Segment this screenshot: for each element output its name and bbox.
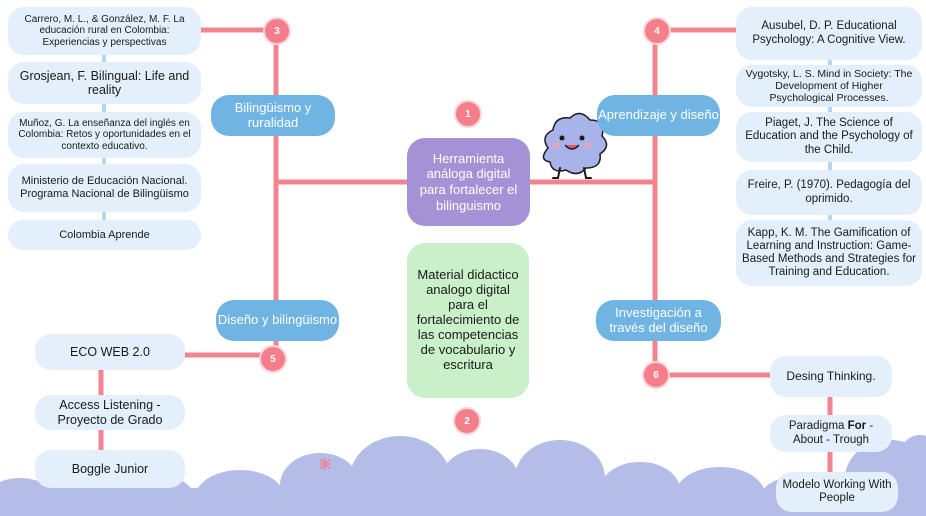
ref-freire: Freire, P. (1970). Pedagogía del oprimid… [736, 170, 922, 215]
topic-label: Bilingüismo y ruralidad [234, 99, 312, 130]
ref-text: Grosjean, F. Bilingual: Life and reality [19, 68, 190, 97]
ref-paradigma: Paradigma For - About - Trough [770, 415, 892, 452]
ref-grosjean: Grosjean, F. Bilingual: Life and reality [8, 62, 201, 104]
ref-kapp: Kapp, K. M. The Gamification of Learning… [736, 220, 922, 286]
ref-text: Ausubel, D. P. Educational Psychology: A… [752, 20, 906, 46]
topic-bilinguismo-ruralidad: Bilingüismo y ruralidad [211, 95, 335, 136]
ref-text: Muñoz, G. La enseñanza del inglés en Col… [18, 117, 191, 152]
main-title-box: Herramienta análoga digital para fortale… [407, 138, 530, 226]
ref-text: Freire, P. (1970). Pedagogía del oprimid… [747, 179, 911, 205]
ref-text: Boggle Junior [71, 461, 149, 476]
ref-working-with-people: Modelo Working With People [776, 472, 898, 512]
badge-6: 6 [642, 361, 670, 389]
sparkle-icon [319, 458, 331, 470]
badge-2: 2 [453, 407, 481, 435]
topic-diseno-bilinguismo: Diseño y bilingüismo [216, 300, 339, 341]
topic-aprendizaje-diseno: Aprendizaje y diseño [597, 95, 720, 136]
ref-access-listening: Access Listening - Proyecto de Grado [35, 395, 185, 430]
badge-3: 3 [263, 17, 291, 45]
ref-text: Carrero, M. L., & González, M. F. La edu… [24, 13, 185, 48]
ref-eco-web: ECO WEB 2.0 [35, 334, 185, 370]
topic-label: Investigación a través del diseño [609, 304, 708, 335]
ref-ministerio: Ministerio de Educación Nacional. Progra… [8, 164, 201, 212]
material-text: Material didactico analogo digital para … [416, 267, 520, 372]
ref-munoz: Muñoz, G. La enseñanza del inglés en Col… [8, 112, 201, 158]
ref-boggle-junior: Boggle Junior [35, 450, 185, 488]
ref-ausubel: Ausubel, D. P. Educational Psychology: A… [736, 7, 922, 60]
topic-label: Diseño y bilingüismo [217, 312, 338, 328]
ref-text: Kapp, K. M. The Gamification of Learning… [742, 226, 916, 279]
ref-text: Piaget, J. The Science of Education and … [745, 117, 913, 156]
ref-text: Modelo Working With People [782, 478, 892, 504]
ref-text: Desing Thinking. [786, 368, 876, 383]
material-box: Material didactico analogo digital para … [407, 243, 529, 398]
topic-label: Aprendizaje y diseño [598, 107, 719, 123]
ref-vygotsky: Vygotsky, L. S. Mind in Society: The Dev… [736, 65, 922, 107]
ref-colombia-aprende: Colombia Aprende [8, 220, 201, 250]
ref-text: Ministerio de Educación Nacional. Progra… [20, 175, 189, 200]
ref-desing-thinking: Desing Thinking. [770, 356, 892, 397]
ref-text: Vygotsky, L. S. Mind in Society: The Dev… [745, 67, 913, 105]
ref-carrero: Carrero, M. L., & González, M. F. La edu… [8, 7, 201, 55]
ref-text: Access Listening - Proyecto de Grado [57, 398, 163, 427]
ref-piaget: Piaget, J. The Science of Education and … [736, 112, 922, 162]
ref-text: Colombia Aprende [59, 228, 150, 241]
ref-text: Paradigma For - About - Trough [788, 420, 874, 446]
badge-1: 1 [454, 100, 482, 128]
main-title-text: Herramienta análoga digital para fortale… [419, 150, 518, 213]
badge-4: 4 [643, 17, 671, 45]
ref-text: ECO WEB 2.0 [70, 344, 150, 359]
badge-5: 5 [259, 345, 287, 373]
topic-investigacion-diseno: Investigación a través del diseño [596, 300, 721, 341]
